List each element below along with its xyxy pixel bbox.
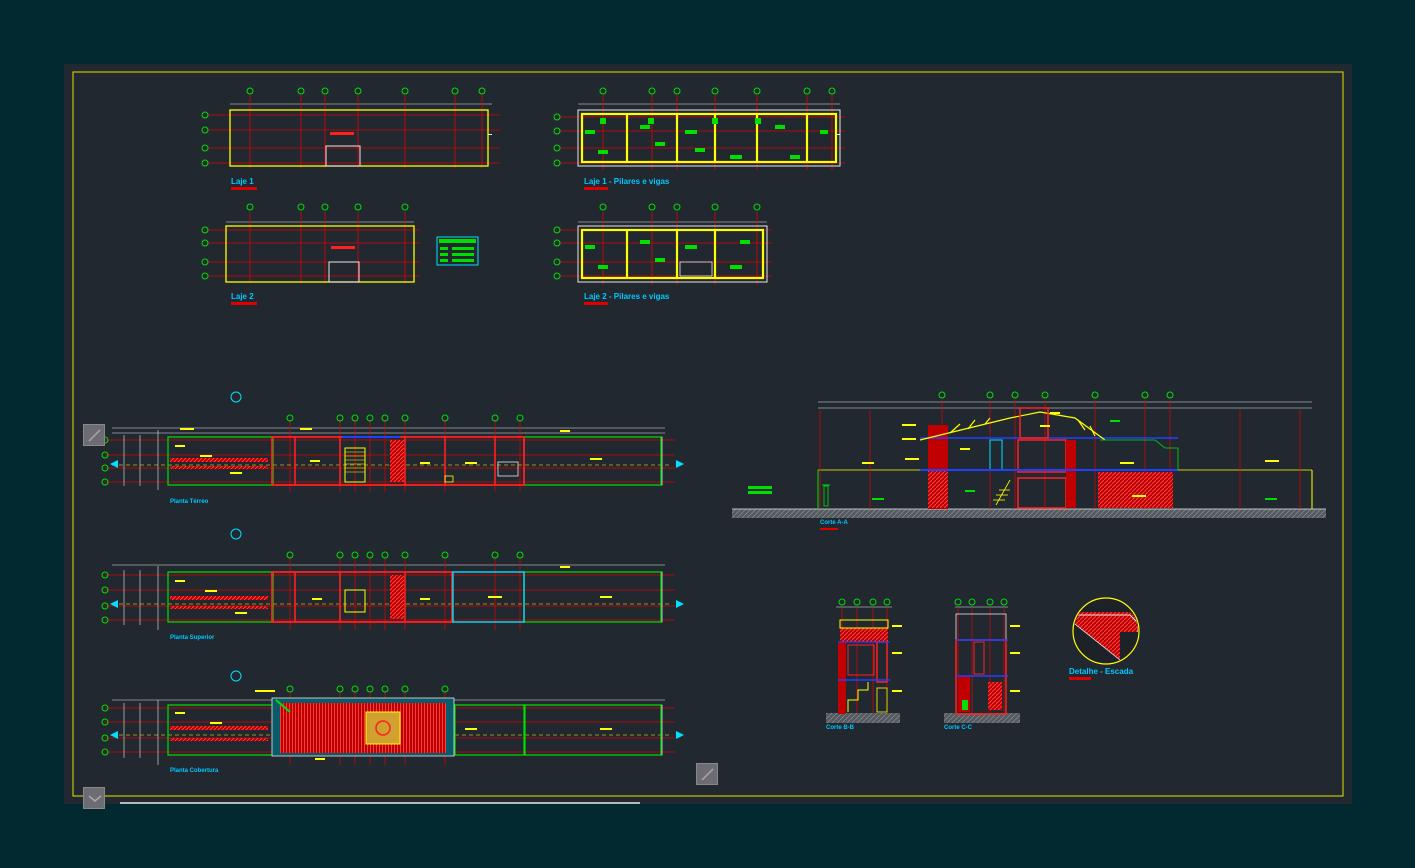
- label-laje-2-underline: [231, 302, 257, 305]
- label-corte-aa: Corte A-A: [820, 520, 848, 526]
- section-aa: [732, 391, 1326, 518]
- label-corte-cc: Corte C-C: [944, 725, 972, 731]
- legend-table: [436, 236, 479, 266]
- plan-laje-2: [201, 203, 479, 283]
- label-corte-aa-underline: [820, 528, 838, 530]
- label-laje-1: Laje 1: [231, 177, 254, 186]
- plan-laje-1-pilares: [553, 87, 845, 170]
- label-laje-1-underline: [231, 187, 257, 190]
- plan-cobertura: [101, 670, 684, 765]
- label-planta-superior: Planta Superior: [170, 635, 215, 641]
- stair-detail: [1072, 597, 1140, 665]
- viewport-scroll-icon: [701, 768, 714, 781]
- sheet-border: [72, 71, 1344, 797]
- label-detalhe-escada-underline: [1069, 677, 1091, 680]
- viewport-scroll-icon: [88, 795, 102, 802]
- label-laje-1-pilares: Laje 1 - Pilares e vigas: [584, 177, 670, 186]
- viewport-scroll-button-bottom-right[interactable]: [696, 763, 718, 785]
- plan-terreo: [101, 391, 684, 492]
- label-detalhe-escada: Detalhe - Escada: [1069, 667, 1134, 676]
- viewport-scroll-icon: [88, 429, 101, 442]
- label-planta-terreo: Planta Térreo: [170, 499, 209, 505]
- label-corte-bb: Corte B-B: [826, 725, 854, 731]
- drawing-sheet: [64, 64, 1352, 804]
- label-laje-2: Laje 2: [231, 292, 254, 301]
- viewport-scroll-button-bottom-left[interactable]: [83, 787, 105, 809]
- plan-laje-2-pilares: [553, 203, 772, 285]
- label-laje-1-pilares-underline: [584, 187, 608, 190]
- horizontal-scrollbar[interactable]: [120, 802, 640, 804]
- label-laje-2-pilares: Laje 2 - Pilares e vigas: [584, 292, 670, 301]
- section-cc: [944, 598, 1020, 723]
- plan-laje-1: [201, 87, 500, 168]
- viewport-scroll-button-top-left[interactable]: [83, 424, 105, 446]
- label-laje-2-pilares-underline: [584, 302, 608, 305]
- label-planta-cobertura: Planta Cobertura: [170, 768, 219, 774]
- plan-superior: [101, 528, 684, 630]
- section-bb: [826, 598, 902, 723]
